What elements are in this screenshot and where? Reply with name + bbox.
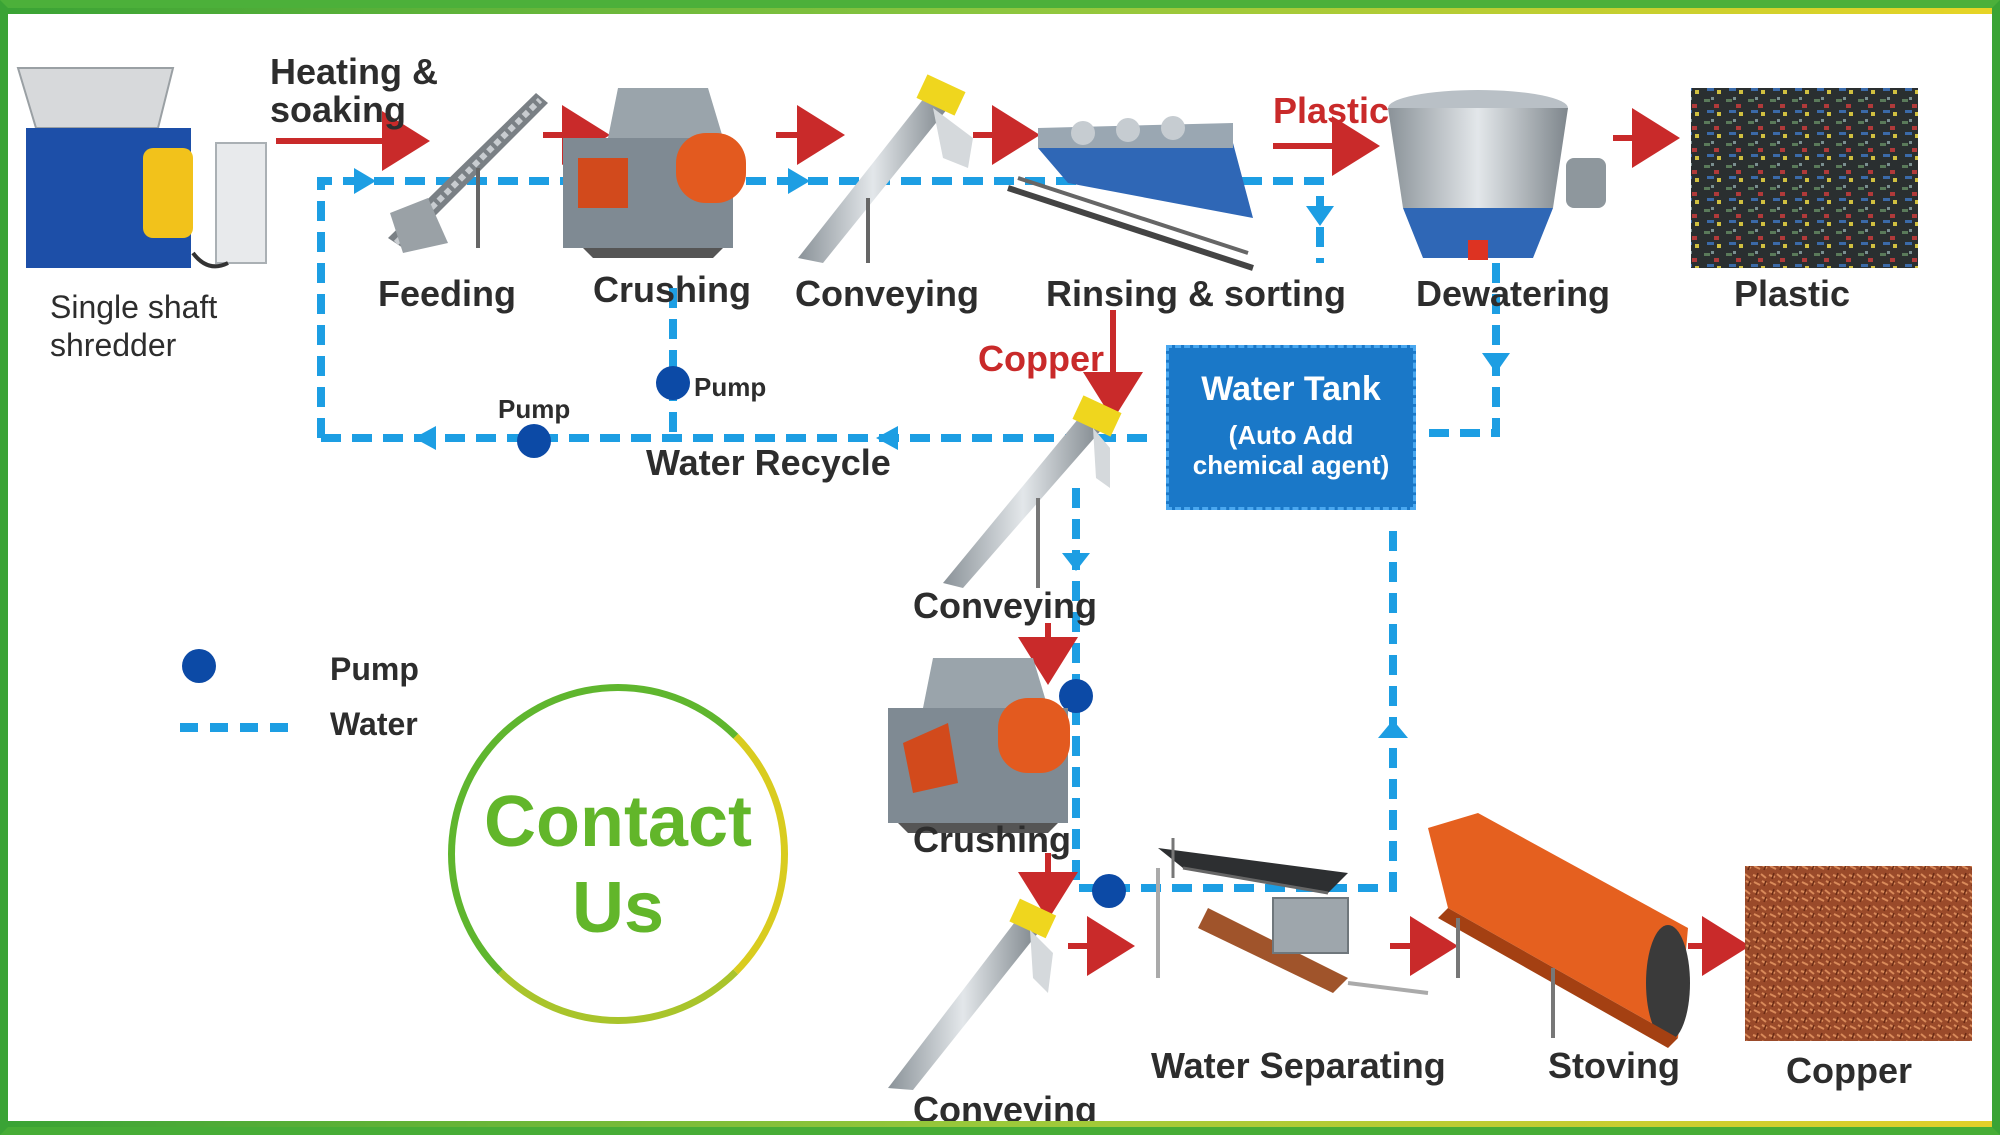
- contact-us-line1: Contact: [484, 782, 752, 862]
- pumps: [517, 366, 1126, 908]
- conveying-mid-label: Conveying: [913, 585, 1098, 626]
- water-line-dewatering-return: [1420, 263, 1500, 437]
- shredder-icon: [16, 67, 267, 269]
- shaking-table-icon: [1156, 838, 1429, 995]
- screw-conveyor-bottom-icon: [888, 898, 1057, 1090]
- plastic-arrow-label: Plastic: [1273, 90, 1390, 131]
- stoving-label: Stoving: [1548, 1045, 1680, 1086]
- crushing-mid-label: Crushing: [913, 819, 1071, 860]
- crusher-mid-icon: [888, 658, 1070, 833]
- water-direction-icon: [876, 426, 898, 450]
- plastic-output-label: Plastic: [1734, 273, 1851, 314]
- feeder-icon: [388, 93, 548, 253]
- pump-icon: [1092, 874, 1126, 908]
- water-direction-icon: [1378, 720, 1408, 738]
- pump-icon: [656, 366, 690, 400]
- screw-conveyor-mid-icon: [943, 395, 1122, 588]
- crusher-top-icon: [563, 88, 746, 258]
- conveying-top-label: Conveying: [795, 273, 980, 314]
- contact-us-button[interactable]: Contact Us: [448, 684, 788, 1024]
- copper-pile-icon: [1745, 866, 1972, 1041]
- water-direction-icon: [414, 426, 436, 450]
- water-tank: Water Tank (Auto Add chemical agent): [1166, 345, 1416, 510]
- rotary-dryer-icon: [1428, 813, 1690, 1048]
- shredder-label: Single shaft shredder: [50, 289, 218, 364]
- water-line-top-loop: [317, 177, 1324, 438]
- pump-icon: [1059, 679, 1093, 713]
- heating-soaking-label: Heating & soaking: [270, 51, 439, 130]
- water-direction-icon: [1482, 353, 1510, 373]
- copper-output-label: Copper: [1786, 1050, 1912, 1091]
- contact-us-line2: Us: [571, 868, 665, 948]
- process-arrows: [276, 105, 1750, 976]
- conveying-bottom-label: Conveying: [913, 1089, 1098, 1130]
- water-recycle-label: Water Recycle: [646, 442, 891, 483]
- legend-pump-label: Pump: [330, 651, 419, 687]
- rinsing-tank-icon: [1007, 116, 1254, 271]
- legend-pump-icon: [182, 649, 216, 683]
- water-tank-subtitle: (Auto Add chemical agent): [1192, 420, 1390, 480]
- copper-arrow-label: Copper: [978, 338, 1104, 379]
- pump-mid-label: Pump: [694, 372, 767, 402]
- rinsing-sorting-label: Rinsing & sorting: [1046, 273, 1346, 314]
- water-direction-markers: [354, 168, 1510, 738]
- water-direction-icon: [354, 168, 376, 194]
- water-separating-label: Water Separating: [1151, 1045, 1446, 1086]
- pump-left-label: Pump: [498, 394, 571, 424]
- screw-conveyor-top-icon: [798, 74, 973, 263]
- pump-icon: [517, 424, 551, 458]
- feeding-label: Feeding: [378, 273, 517, 314]
- flow-graphics: [16, 67, 1972, 1090]
- legend-water-label: Water: [330, 706, 418, 742]
- legend-water-icon: [180, 723, 288, 732]
- water-direction-icon: [1306, 206, 1334, 226]
- plastic-pile-icon: [1691, 88, 1918, 268]
- water-tank-title: Water Tank: [1201, 370, 1381, 408]
- dewatering-icon: [1388, 90, 1606, 260]
- water-line-lower-loop: [1072, 488, 1397, 892]
- water-direction-icon: [788, 168, 810, 194]
- crushing-top-label: Crushing: [593, 269, 751, 310]
- water-direction-icon: [1062, 553, 1090, 571]
- dewatering-label: Dewatering: [1416, 273, 1611, 314]
